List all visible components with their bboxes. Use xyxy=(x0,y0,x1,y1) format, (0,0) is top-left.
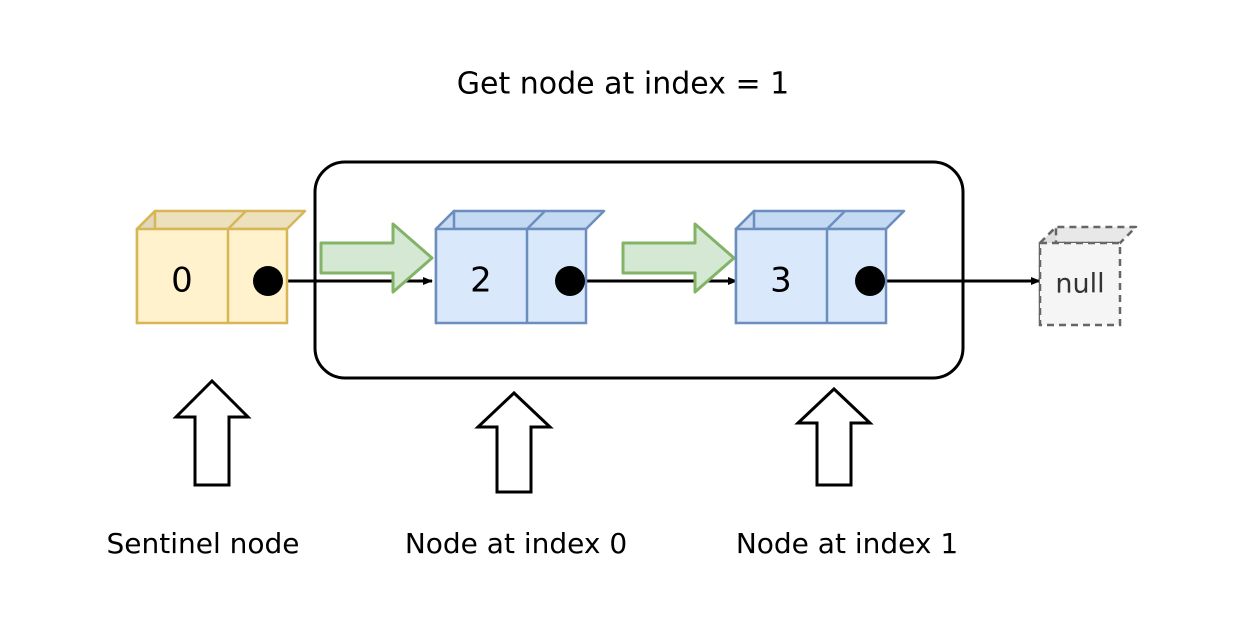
node-index-1-top-face xyxy=(734,209,906,231)
node-index-1[interactable]: 3 xyxy=(734,209,906,325)
caption-index-1: Node at index 1 xyxy=(736,527,958,560)
node-index-1-next-pointer xyxy=(855,266,885,296)
traversal-scope-box xyxy=(313,160,965,380)
node-index-0[interactable]: 2 xyxy=(434,209,606,325)
sentinel-node[interactable]: 0 xyxy=(135,209,307,325)
node-index-0-divider-fold xyxy=(526,210,546,230)
node-index-0-next-pointer xyxy=(555,266,585,296)
callout-arrow-index-0 xyxy=(474,390,554,494)
callout-arrow-sentinel xyxy=(172,378,252,487)
null-terminator: null xyxy=(1038,225,1138,327)
sentinel-node-next-pointer xyxy=(253,266,283,296)
sentinel-node-value: 0 xyxy=(171,261,193,301)
caption-sentinel: Sentinel node xyxy=(106,527,299,560)
null-terminator-front-face xyxy=(1038,241,1122,327)
null-terminator-label: null xyxy=(1055,269,1104,300)
node-index-1-value: 3 xyxy=(770,261,792,301)
traversal-arrow-step-2 xyxy=(621,222,736,294)
sentinel-node-divider-fold xyxy=(227,210,247,230)
node-index-0-top-face xyxy=(434,209,606,231)
traversal-arrow-step-1 xyxy=(319,222,434,294)
callout-arrow-index-1 xyxy=(794,386,874,487)
page-title: Get node at index = 1 xyxy=(457,67,789,102)
node-index-0-value: 2 xyxy=(470,261,492,301)
sentinel-node-top-face xyxy=(135,209,307,231)
node-index-1-divider-fold xyxy=(826,210,846,230)
caption-index-0: Node at index 0 xyxy=(405,527,627,560)
